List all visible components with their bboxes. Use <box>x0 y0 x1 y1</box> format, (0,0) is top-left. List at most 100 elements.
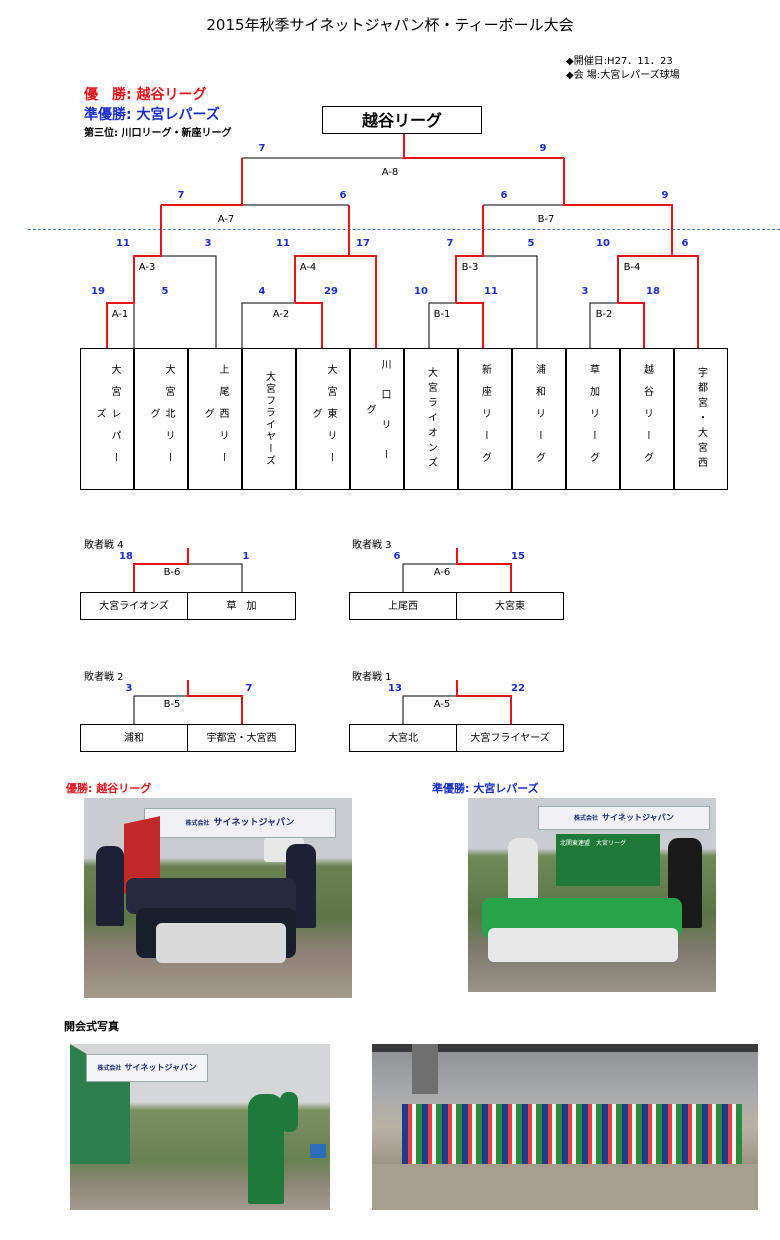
player-lineup <box>402 1104 742 1164</box>
losers-lines <box>133 548 512 724</box>
banner-text: サイネットジャパン <box>213 818 295 828</box>
match-label: B-6 <box>163 567 181 578</box>
score: 18 <box>119 551 133 562</box>
team-group <box>96 838 336 978</box>
opening-ceremony-photo <box>372 1044 758 1210</box>
page-title: 2015年秋季サイネットジャパン杯・ティーボール大会 <box>206 16 574 34</box>
score: 4 <box>258 286 266 297</box>
team-cell: 浦和リーグ <box>512 348 566 490</box>
team-cell: 越谷リーグ <box>620 348 674 490</box>
score: 9 <box>661 190 669 201</box>
team-name: 草加リーグ <box>587 364 599 474</box>
score: 17 <box>356 238 370 249</box>
team-name: 大宮ライオンズ <box>425 366 437 472</box>
team-box: 大宮ライオンズ <box>80 592 188 620</box>
match-label: B-7 <box>537 214 555 225</box>
event-date: ◆開催日:H27．11．23 <box>566 56 673 67</box>
team-cell: 草加リーグ <box>566 348 620 490</box>
team-name: 大宮東リーグ <box>310 364 336 474</box>
match-label: A-1 <box>111 309 129 320</box>
team-cell: 宇都宮・大宮西 <box>674 348 728 490</box>
match-label: A-3 <box>138 262 156 273</box>
score: 6 <box>500 190 508 201</box>
team-box: 大宮東 <box>456 592 564 620</box>
team-cell: 大宮北リーグ <box>134 348 188 490</box>
match-label: A-5 <box>433 699 451 710</box>
champion-result: 優 勝: 越谷リーグ <box>84 87 207 103</box>
person-figure <box>280 1092 298 1132</box>
speaker-figure <box>248 1094 284 1204</box>
sponsor-banner: 株式会社サイネットジャパン <box>86 1054 208 1082</box>
team-cell: 川口リーグ <box>350 348 404 490</box>
team-cell: 大宮レパーズ <box>80 348 134 490</box>
team-box: 大宮北 <box>349 724 457 752</box>
match-label: B-2 <box>595 309 613 320</box>
banner-small-text: 株式会社 <box>97 1065 122 1072</box>
team-flag: 北関東連盟 大宮リーグ <box>556 834 660 886</box>
score: 11 <box>484 286 498 297</box>
match-label: B-5 <box>163 699 181 710</box>
team-name: 越谷リーグ <box>641 364 653 474</box>
team-name: 浦和リーグ <box>533 364 545 474</box>
team-cell: 大宮フライヤーズ <box>242 348 296 490</box>
champion-box: 越谷リーグ <box>322 106 482 134</box>
losers-title: 敗者戦 4 <box>84 540 124 551</box>
score: 13 <box>388 683 402 694</box>
team-name: 宇都宮・大宮西 <box>695 366 707 472</box>
champion-team-photo: 株式会社サイネットジャパン <box>84 798 352 998</box>
team-name: 川口リーグ <box>364 359 390 479</box>
bridge-icon <box>372 1044 758 1052</box>
bridge-pillar <box>412 1044 438 1094</box>
divider-line <box>28 229 780 230</box>
match-label: B-1 <box>433 309 451 320</box>
score: 6 <box>339 190 347 201</box>
bracket-lines <box>106 134 699 348</box>
score: 7 <box>245 683 253 694</box>
score: 6 <box>681 238 689 249</box>
runner-up-photo-caption: 準優勝: 大宮レパーズ <box>432 782 539 795</box>
banner-small-text: 株式会社 <box>185 820 210 827</box>
runner-up-team-photo: 株式会社サイネットジャパン 北関東連盟 大宮リーグ <box>468 798 716 992</box>
team-box: 大宮フライヤーズ <box>456 724 564 752</box>
match-label: A-2 <box>272 309 290 320</box>
score: 11 <box>276 238 290 249</box>
team-cell: 上尾西リーグ <box>188 348 242 490</box>
score: 11 <box>116 238 130 249</box>
team-name: 大宮レパーズ <box>94 364 120 474</box>
score: 5 <box>527 238 535 249</box>
score: 6 <box>393 551 401 562</box>
team-name: 大宮北リーグ <box>148 364 174 474</box>
sponsor-banner: 株式会社サイネットジャパン <box>144 808 336 838</box>
match-label: B-3 <box>461 262 479 273</box>
score: 1 <box>242 551 250 562</box>
score: 7 <box>446 238 454 249</box>
score: 5 <box>161 286 169 297</box>
opening-caption: 開会式写真 <box>64 1020 119 1033</box>
team-cell: 大宮東リーグ <box>296 348 350 490</box>
score: 7 <box>177 190 185 201</box>
losers-title: 敗者戦 1 <box>352 672 392 683</box>
opening-speech-photo: 株式会社サイネットジャパン <box>70 1044 330 1210</box>
losers-title: 敗者戦 3 <box>352 540 392 551</box>
banner-text: サイネットジャパン <box>602 813 674 822</box>
team-name: 新座リーグ <box>479 364 491 474</box>
team-name: 上尾西リーグ <box>202 364 228 474</box>
team-box: 浦和 <box>80 724 188 752</box>
score: 10 <box>596 238 610 249</box>
score: 3 <box>204 238 212 249</box>
score: 29 <box>324 286 338 297</box>
event-venue: ◆会 場:大宮レパーズ球場 <box>566 70 680 81</box>
match-label: A-7 <box>217 214 235 225</box>
runner-up-result: 準優勝: 大宮レパーズ <box>84 107 220 123</box>
score: 19 <box>91 286 105 297</box>
team-name: 大宮フライヤーズ <box>263 371 275 467</box>
team-cell: 大宮ライオンズ <box>404 348 458 490</box>
cooler-icon <box>310 1144 326 1158</box>
match-label: A-6 <box>433 567 451 578</box>
team-box: 宇都宮・大宮西 <box>187 724 296 752</box>
score: 15 <box>511 551 525 562</box>
score: 18 <box>646 286 660 297</box>
score: 22 <box>511 683 525 694</box>
match-label: A-8 <box>381 167 399 178</box>
score: 7 <box>258 143 266 154</box>
